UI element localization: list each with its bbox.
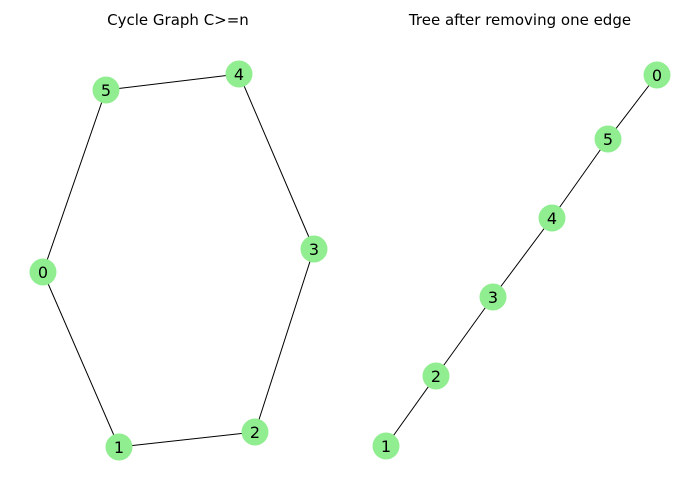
graph-0-edge-1-2 bbox=[118, 431, 256, 448]
graph-1-edge-2-1 bbox=[385, 375, 437, 447]
graph-0-node-3 bbox=[300, 235, 328, 263]
graph-0-edge-2-3 bbox=[254, 248, 315, 433]
graph-0-edge-5-0 bbox=[42, 89, 107, 273]
graph-1-node-label-3: 3 bbox=[488, 288, 498, 307]
graph-0-node-1 bbox=[105, 433, 133, 461]
graph-1-edge-4-3 bbox=[492, 217, 553, 298]
graph-0-edge-4-5 bbox=[105, 73, 240, 91]
graph-1-node-label-2: 2 bbox=[431, 367, 441, 386]
graph-1-edge-3-2 bbox=[435, 296, 494, 377]
graph-0-node-4 bbox=[225, 60, 253, 88]
graph-0-node-5 bbox=[92, 76, 120, 104]
right-plot-title: Tree after removing one edge bbox=[408, 11, 632, 29]
graph-0-node-label-4: 4 bbox=[234, 65, 244, 84]
graph-1-edge-5-4 bbox=[551, 138, 609, 219]
graph-0-node-label-2: 2 bbox=[250, 423, 260, 442]
graph-0-node-2 bbox=[241, 418, 269, 446]
graph-1-node-label-1: 1 bbox=[381, 437, 391, 456]
graph-1-node-label-5: 5 bbox=[603, 130, 613, 149]
graph-1-node-1 bbox=[372, 432, 400, 460]
left-plot-title: Cycle Graph C>=n bbox=[107, 11, 249, 29]
graph-0-edge-3-4 bbox=[238, 73, 315, 250]
graph-1-node-3 bbox=[479, 283, 507, 311]
graph-0-node-label-3: 3 bbox=[309, 240, 319, 259]
graph-0-node-label-0: 0 bbox=[38, 263, 48, 282]
graph-0-node-label-1: 1 bbox=[114, 438, 124, 457]
graph-1-node-5 bbox=[594, 125, 622, 153]
graph-1-node-4 bbox=[538, 204, 566, 232]
graph-1-node-label-4: 4 bbox=[547, 209, 557, 228]
graph-1-node-2 bbox=[422, 362, 450, 390]
graph-1-node-label-0: 0 bbox=[652, 66, 662, 85]
graph-1-node-0 bbox=[643, 61, 671, 89]
graph-0-node-label-5: 5 bbox=[101, 81, 111, 100]
graph-0-edge-0-1 bbox=[42, 271, 120, 448]
graph-0-node-0 bbox=[29, 258, 57, 286]
